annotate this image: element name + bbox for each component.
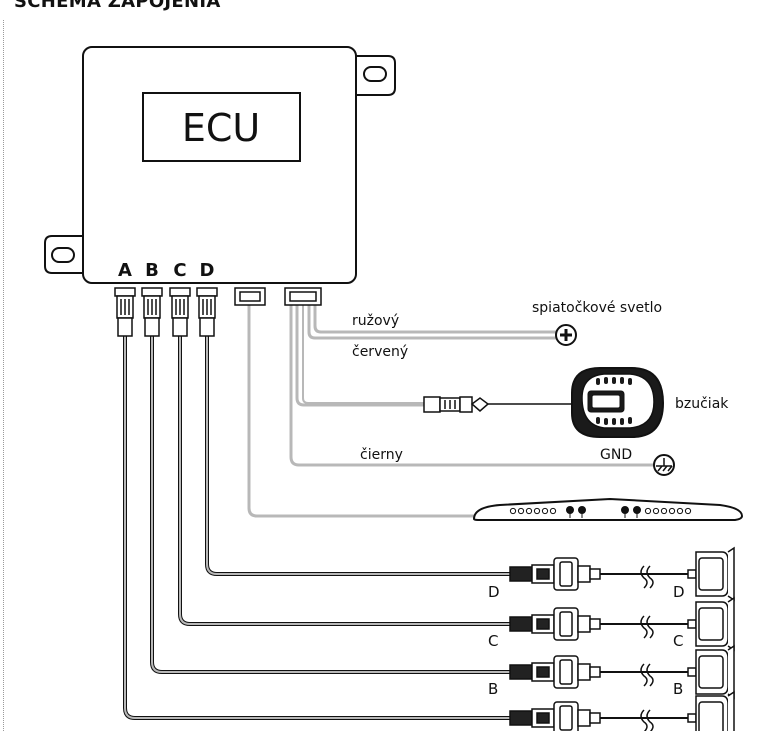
port-label-c: C (173, 260, 186, 281)
cables (123, 305, 654, 720)
plug-d (196, 287, 218, 337)
wire-label-red: červený (352, 344, 408, 360)
ecu-mount-hole-right (363, 66, 387, 82)
sensor-row-d (509, 546, 735, 602)
sensor-b-plug-label: B (488, 680, 498, 698)
page-edge-rule (3, 20, 4, 731)
sensor-d-plug-label: D (488, 583, 500, 601)
sensor-d-end-label: D (673, 583, 685, 601)
display-bar (472, 497, 744, 521)
ecu-body (82, 46, 357, 284)
wire-label-pink: ružový (352, 313, 399, 329)
sensor-c-end-label: C (673, 632, 683, 650)
sensor-row-a (509, 690, 735, 735)
sensor-b-end-label: B (673, 680, 683, 698)
port-label-d: D (200, 260, 215, 281)
ecu-label: ECU (182, 106, 260, 150)
port-label-a: A (118, 260, 132, 281)
plug-a (114, 287, 136, 337)
plug-b (141, 287, 163, 337)
plug-display (234, 287, 266, 306)
sensor-row-b (509, 644, 735, 700)
sensor-assemblies (509, 546, 735, 735)
sensor-row-c (509, 596, 735, 652)
buzzer-connector (423, 396, 578, 413)
ecu-unit (44, 46, 396, 284)
plug-c (169, 287, 191, 337)
diagram-title: SCHÉMA ZAPOJENIA (14, 0, 221, 12)
ground-icon (653, 454, 675, 476)
ground-label: GND (600, 447, 632, 463)
port-label-b: B (145, 260, 159, 281)
ecu-mount-hole-left (51, 247, 75, 263)
reverse-light-label: spiatočkové svetlo (532, 300, 662, 316)
plug-power (284, 287, 322, 306)
sensor-c-plug-label: C (488, 632, 498, 650)
reverse-light-terminal (555, 324, 577, 346)
buzzer-label: bzučiak (675, 396, 729, 412)
ecu-plugs (114, 287, 322, 337)
wire-label-black: čierny (360, 447, 403, 463)
ecu-label-box (142, 92, 301, 162)
buzzer-body (571, 367, 665, 438)
